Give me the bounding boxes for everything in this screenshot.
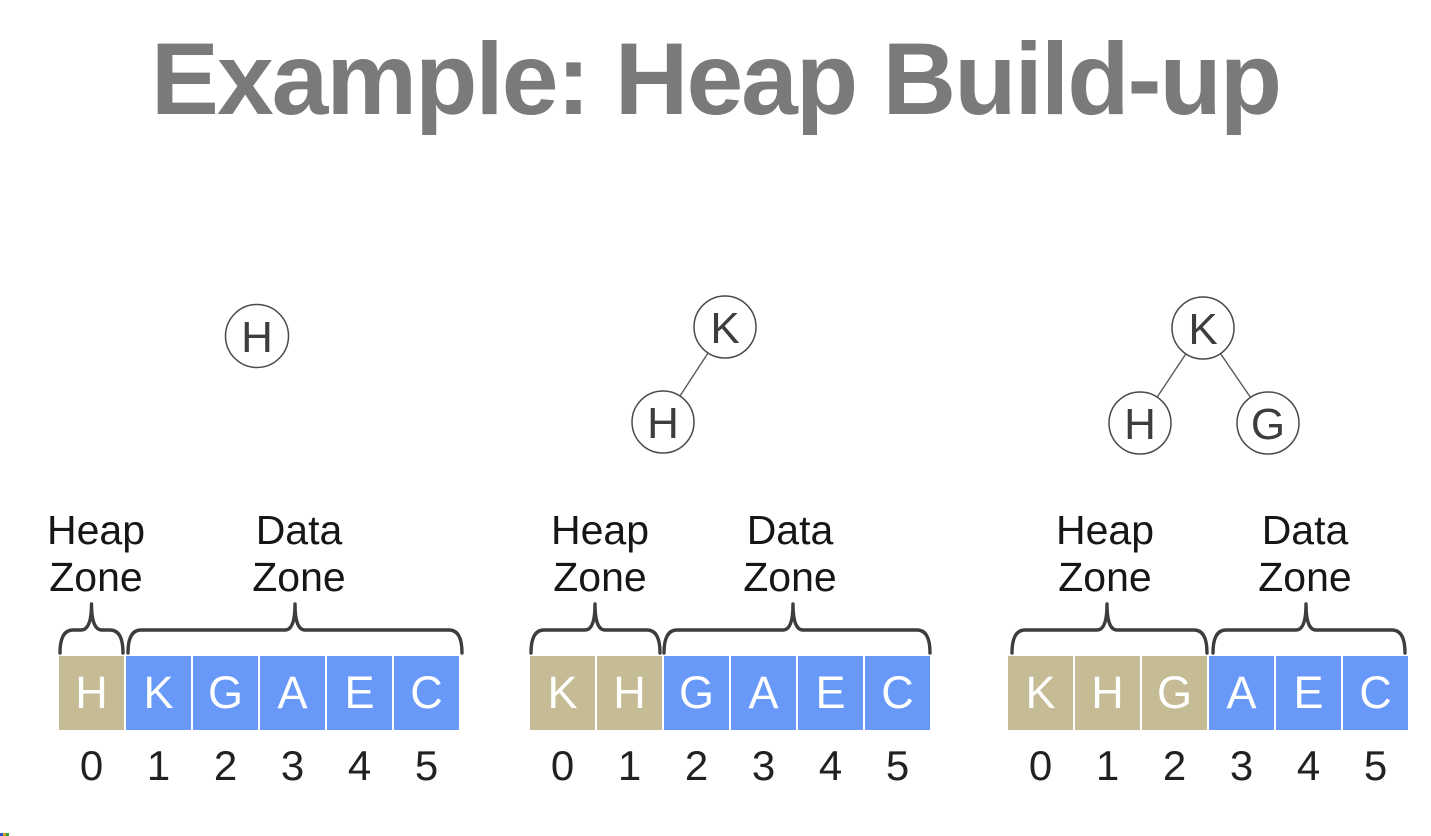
zone-braces-stage-3: [1010, 602, 1407, 655]
array-cell: A: [731, 656, 796, 730]
tree-node-left: H: [647, 399, 679, 448]
array-cell: E: [798, 656, 863, 730]
array-index: 2: [684, 742, 709, 789]
tree-node-circle: [1171, 296, 1235, 360]
tree-node-circle: [693, 295, 757, 359]
array-index: 5: [885, 742, 910, 789]
array-cell: C: [865, 656, 930, 730]
array-cell: G: [193, 656, 258, 730]
array-index: 4: [347, 742, 372, 789]
array-cell: G: [1142, 656, 1207, 730]
array-index: 1: [146, 742, 171, 789]
page-title: Example: Heap Build-up: [150, 22, 1282, 136]
heap-zone-label: Heap Zone: [1055, 507, 1154, 600]
array-cell: K: [126, 656, 191, 730]
data-zone-brace: [662, 602, 932, 655]
zone-braces-stage-1: [58, 602, 464, 655]
tree-node-right: G: [1251, 400, 1285, 449]
tree-node-circle: [224, 303, 290, 369]
array-stage-1: H K G A E C: [59, 656, 459, 730]
array-stage-2: K H G A E C: [530, 656, 930, 730]
array-index: 5: [414, 742, 439, 789]
array-index: 1: [1095, 742, 1120, 789]
array-cell: K: [1008, 656, 1073, 730]
array-index: 2: [213, 742, 238, 789]
array-index: 2: [1162, 742, 1187, 789]
array-cell: H: [59, 656, 124, 730]
heap-zone-label: Heap Zone: [550, 507, 649, 600]
heap-zone-brace: [1010, 602, 1209, 655]
heap-tree-stage-2: K H: [631, 295, 757, 454]
zone-braces-stage-2: [529, 602, 932, 655]
tree-node-left: H: [1124, 400, 1156, 449]
heap-zone-brace: [58, 602, 125, 655]
artifact-pixel: [6, 833, 9, 836]
data-zone-label: Data Zone: [252, 507, 346, 600]
array-cell: E: [1276, 656, 1341, 730]
array-cell: C: [394, 656, 459, 730]
array-cell: C: [1343, 656, 1408, 730]
array-cell: G: [664, 656, 729, 730]
tree-node-circle: [631, 390, 695, 454]
array-index: 4: [1296, 742, 1321, 789]
array-index: 3: [1229, 742, 1254, 789]
data-zone-brace: [1211, 602, 1407, 655]
array-cell: A: [1209, 656, 1274, 730]
tree-node-root: H: [241, 313, 273, 362]
screen-corner-artifact: [0, 833, 9, 836]
array-stage-3: K H G A E C: [1008, 656, 1408, 730]
tree-node-circle: [1108, 391, 1172, 455]
data-zone-label: Data Zone: [1258, 507, 1352, 600]
array-cell: H: [1075, 656, 1140, 730]
array-cell: K: [530, 656, 595, 730]
artifact-pixel: [3, 833, 6, 836]
tree-node-circle: [1236, 391, 1300, 455]
array-index: 4: [818, 742, 843, 789]
heap-zone-label: Heap Zone: [46, 507, 145, 600]
array-index: 0: [1028, 742, 1053, 789]
array-cell: E: [327, 656, 392, 730]
array-index: 1: [617, 742, 642, 789]
index-row-stage-2: 0 1 2 3 4 5: [530, 742, 930, 790]
array-index: 0: [550, 742, 575, 789]
data-zone-label: Data Zone: [743, 507, 837, 600]
index-row-stage-1: 0 1 2 3 4 5: [59, 742, 459, 790]
array-index: 3: [280, 742, 305, 789]
tree-node-root: K: [710, 304, 739, 353]
array-cell: H: [597, 656, 662, 730]
index-row-stage-3: 0 1 2 3 4 5: [1008, 742, 1408, 790]
heap-zone-brace: [529, 602, 662, 655]
tree-node-root: K: [1188, 305, 1217, 354]
array-index: 5: [1363, 742, 1388, 789]
array-index: 0: [79, 742, 104, 789]
heap-tree-stage-1: H: [224, 303, 290, 369]
artifact-pixel: [0, 833, 3, 836]
array-cell: A: [260, 656, 325, 730]
heap-tree-stage-3: K H G: [1108, 296, 1300, 455]
data-zone-brace: [126, 602, 464, 655]
array-index: 3: [751, 742, 776, 789]
